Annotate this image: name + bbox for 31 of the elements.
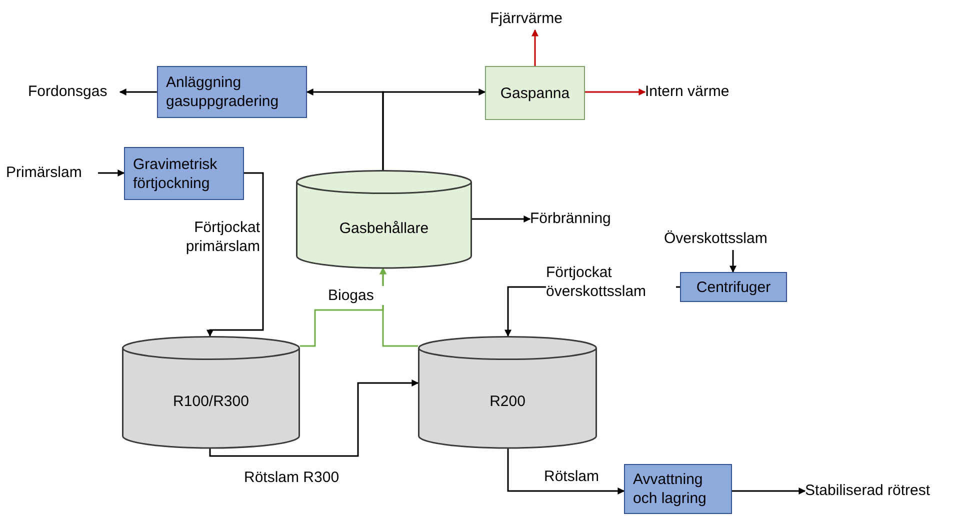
stream-label: Fordonsgas (28, 82, 120, 102)
arrow (98, 170, 125, 176)
node-text: R200 (490, 392, 526, 410)
node-text: Gasbehållare (339, 218, 429, 238)
node-text: Avvattning och lagring (633, 470, 708, 508)
node-text: Centrifuger (696, 278, 771, 296)
stream-label: Stabiliserad rötrest (805, 481, 957, 501)
process-box (124, 147, 244, 200)
arrow (532, 29, 538, 66)
arrow (507, 448, 625, 494)
arrow (730, 250, 736, 273)
arrow (209, 380, 419, 457)
node-text: R100/R300 (173, 392, 249, 410)
process-box (157, 66, 307, 118)
stream-label: Förbränning (530, 209, 630, 229)
arrow (119, 88, 157, 96)
node-text: Gaspanna (500, 84, 570, 102)
stream-label: Överskottsslam (664, 229, 792, 249)
arrow (382, 88, 486, 170)
process-box (680, 272, 787, 302)
stream-label: Intern värme (645, 82, 755, 102)
arrow (472, 216, 531, 222)
node-text: Anläggning gasuppgradering (166, 73, 280, 111)
process-box (485, 66, 585, 120)
arrow (585, 88, 646, 96)
node-text: Gravimetrisk förtjockning (133, 154, 218, 192)
stream-label: Fjärrvärme (490, 9, 582, 29)
arrow (732, 488, 806, 494)
process-box (624, 464, 732, 514)
arrow (206, 172, 264, 337)
stream-label: Primärslam (6, 163, 98, 183)
